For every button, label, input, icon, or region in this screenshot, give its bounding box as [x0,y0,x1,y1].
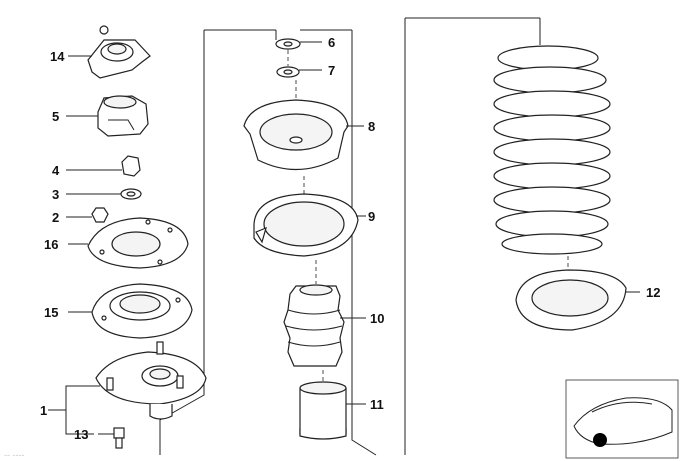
label-5: 5 [52,109,59,124]
part-7-small-washer-2[interactable] [276,66,300,78]
label-10: 10 [370,311,384,326]
part-2-nut[interactable] [91,207,109,223]
part-6-small-washer[interactable] [275,38,301,50]
vehicle-thumbnail [565,379,679,459]
label-6: 6 [328,35,335,50]
label-12: 12 [646,285,660,300]
part-4-nut[interactable] [121,155,141,177]
part-1-strut-mount[interactable] [95,341,207,420]
label-8: 8 [368,119,375,134]
label-11: 11 [370,397,384,412]
part-16-gasket[interactable] [87,217,189,269]
part-14-cap[interactable] [87,25,151,79]
label-4: 4 [52,163,60,178]
location-marker-icon [593,433,607,447]
watermark-text: -- ---- [4,450,24,460]
part-3-washer[interactable] [120,188,142,200]
part-9-upper-spring-pad[interactable] [253,193,359,257]
part-coil-spring[interactable] [493,45,611,255]
label-15: 15 [44,305,58,320]
label-14: 14 [50,49,65,64]
part-13-stud[interactable] [113,427,125,449]
label-1: 1 [40,403,47,418]
part-labels: 14 5 4 3 2 16 15 1 13 6 7 8 9 10 11 12 [40,35,660,442]
label-3: 3 [52,187,59,202]
label-9: 9 [368,209,375,224]
part-5-dust-cover[interactable] [97,95,149,137]
part-12-lower-spring-pad[interactable] [515,269,627,331]
part-8-upper-spring-plate[interactable] [243,99,349,171]
label-13: 13 [74,427,88,442]
part-15-guide-support[interactable] [91,283,193,339]
part-11-protective-tube[interactable] [299,381,347,440]
label-16: 16 [44,237,58,252]
group-frame-middle [159,29,377,456]
label-7: 7 [328,63,335,78]
part-10-auxiliary-spring[interactable] [283,284,345,367]
label-2: 2 [52,210,59,225]
group-frame-right [404,17,541,455]
